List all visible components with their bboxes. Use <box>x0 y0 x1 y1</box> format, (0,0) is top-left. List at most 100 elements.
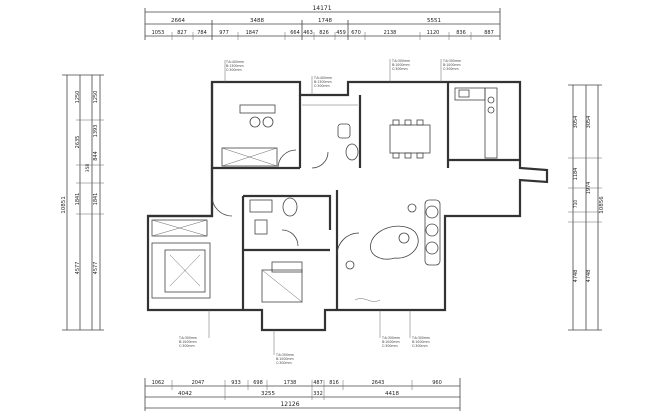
bottom-row3-dim: 933 <box>231 380 241 386</box>
socket-note-line: C:300mm <box>382 344 398 348</box>
left-row2-dim: 4577 <box>93 262 99 275</box>
top-row3-dim: 463 <box>303 30 313 36</box>
top-row2-dim: 2664 <box>171 18 185 24</box>
socket-note-line: B:1300mm <box>314 80 332 84</box>
socket-note: T:A:300mm B:1000mm C:300mm <box>409 310 430 348</box>
top-row2-dim: 5551 <box>427 18 441 24</box>
study-room <box>221 104 278 167</box>
socket-note-line: B:1000mm <box>392 63 410 67</box>
right-dimension-chain: 3054 3054 1184 1974 710 10856 4748 4748 <box>568 84 605 331</box>
socket-note-line: T:A:300mm <box>178 336 197 340</box>
left-row2-dim: 1841 <box>75 193 81 206</box>
socket-note-line: T:A:300mm <box>411 336 430 340</box>
right-row2-dim: 1184 <box>573 168 579 181</box>
top-row3-dim: 827 <box>177 30 187 36</box>
socket-note-line: T:A:300mm <box>381 336 400 340</box>
socket-note-line: B:1000mm <box>412 340 430 344</box>
socket-note-line: B:1000mm <box>443 63 461 67</box>
socket-note: T:A:300mm B:1000mm C:300mm <box>273 330 294 365</box>
exterior-walls <box>146 80 549 332</box>
socket-note: T:A:400mm B:1300mm C:300mm <box>311 76 332 95</box>
top-row3-dim: 459 <box>336 30 346 36</box>
socket-note-line: C:300mm <box>314 84 330 88</box>
bottom-total-dim: 12126 <box>280 401 299 408</box>
socket-note: T:A:300mm B:1000mm C:300mm <box>389 59 410 82</box>
bottom-row3-dim: 487 <box>313 380 323 386</box>
bottom-row3-dim: 1738 <box>284 380 297 386</box>
socket-note: T:A:300mm B:1000mm C:300mm <box>440 59 461 82</box>
door-swings <box>211 149 360 256</box>
right-row2-dim: 4748 <box>573 270 579 283</box>
bathroom-top <box>302 104 359 161</box>
left-row2-dim: 2635 <box>75 136 81 149</box>
interior-walls <box>148 82 520 310</box>
socket-note-line: B:1000mm <box>179 340 197 344</box>
bottom-row3-dim: 2643 <box>372 380 385 386</box>
bottom-dimension-chain: 1062 2047 933 698 1738 487 816 2643 960 … <box>144 378 461 411</box>
socket-note: T:A:400mm B:1300mm C:300mm <box>224 60 244 82</box>
socket-note-line: T:A:400mm <box>313 76 332 80</box>
top-row2-dim: 1748 <box>318 18 332 24</box>
left-row2-dim: 4577 <box>75 262 81 275</box>
socket-note-line: T:A:300mm <box>391 59 410 63</box>
right-total-dim: 10856 <box>599 196 605 214</box>
bottom-row3-dim: 1062 <box>152 380 165 386</box>
top-dimension-chain: 14171 2664 3488 1748 5551 1053 827 784 9… <box>144 5 501 40</box>
top-row3-dim: 1847 <box>246 30 259 36</box>
bathroom-middle <box>249 197 298 235</box>
left-row2-dim: 844 <box>93 151 99 161</box>
bottom-row2-dim: 332 <box>313 391 323 397</box>
bottom-row3-dim: 816 <box>329 380 339 386</box>
living-room <box>345 199 441 302</box>
socket-note-line: B:1300mm <box>226 64 244 68</box>
dining-area <box>389 119 431 159</box>
right-row2-dim: 3054 <box>586 116 592 129</box>
top-row3-dim: 836 <box>456 30 466 36</box>
bottom-row2-dim: 4042 <box>178 391 192 397</box>
right-row2-dim: 1974 <box>586 182 592 195</box>
top-row3-dim: 664 <box>290 30 300 36</box>
left-row2-dim: 358 <box>85 164 91 173</box>
socket-note-line: C:300mm <box>179 344 195 348</box>
socket-note-line: C:300mm <box>412 344 428 348</box>
second-bedroom <box>261 261 303 303</box>
socket-note: T:A:300mm B:1000mm C:300mm <box>379 310 400 348</box>
top-row3-dim: 1053 <box>152 30 165 36</box>
socket-note-line: C:300mm <box>392 67 408 71</box>
left-row2-dim: 1841 <box>93 193 99 206</box>
socket-note-line: C:300mm <box>276 361 292 365</box>
bottom-row3-dim: 698 <box>253 380 263 386</box>
right-row2-dim: 3054 <box>573 116 579 129</box>
master-bedroom <box>151 219 211 299</box>
socket-note-line: C:300mm <box>226 68 242 72</box>
left-row2-dim: 1393 <box>93 125 99 138</box>
top-row2-dim: 3488 <box>250 18 264 24</box>
top-row3-dim: 887 <box>484 30 494 36</box>
socket-note-line: T:A:400mm <box>225 60 244 64</box>
socket-note-line: B:1000mm <box>382 340 400 344</box>
socket-note-line: C:300mm <box>443 67 459 71</box>
left-row2-dim: 1250 <box>93 91 99 104</box>
left-dimension-chain: 10851 1250 1250 2635 1393 844 358 1841 1… <box>61 74 104 331</box>
socket-note-line: T:A:300mm <box>275 353 294 357</box>
top-row3-dim: 784 <box>197 30 207 36</box>
bottom-row2-dim: 3255 <box>261 391 275 397</box>
socket-note: T:A:300mm B:1000mm C:300mm <box>178 310 210 348</box>
left-row2-dim: 1250 <box>75 91 81 104</box>
right-row2-dim: 4748 <box>586 270 592 283</box>
left-total-dim: 10851 <box>61 196 67 214</box>
top-row3-dim: 670 <box>351 30 361 36</box>
kitchen <box>454 87 498 159</box>
top-row3-dim: 977 <box>219 30 229 36</box>
top-row3-dim: 2138 <box>384 30 397 36</box>
bottom-row2-dim: 4418 <box>385 391 399 397</box>
bottom-row3-dim: 960 <box>432 380 442 386</box>
top-row3-dim: 826 <box>319 30 329 36</box>
right-row2-dim: 710 <box>573 200 579 209</box>
socket-note-line: T:A:300mm <box>442 59 461 63</box>
top-row3-dim: 1120 <box>427 30 440 36</box>
socket-note-line: B:1000mm <box>276 357 294 361</box>
bottom-row3-dim: 2047 <box>192 380 205 386</box>
top-total-dim: 14171 <box>312 5 331 12</box>
